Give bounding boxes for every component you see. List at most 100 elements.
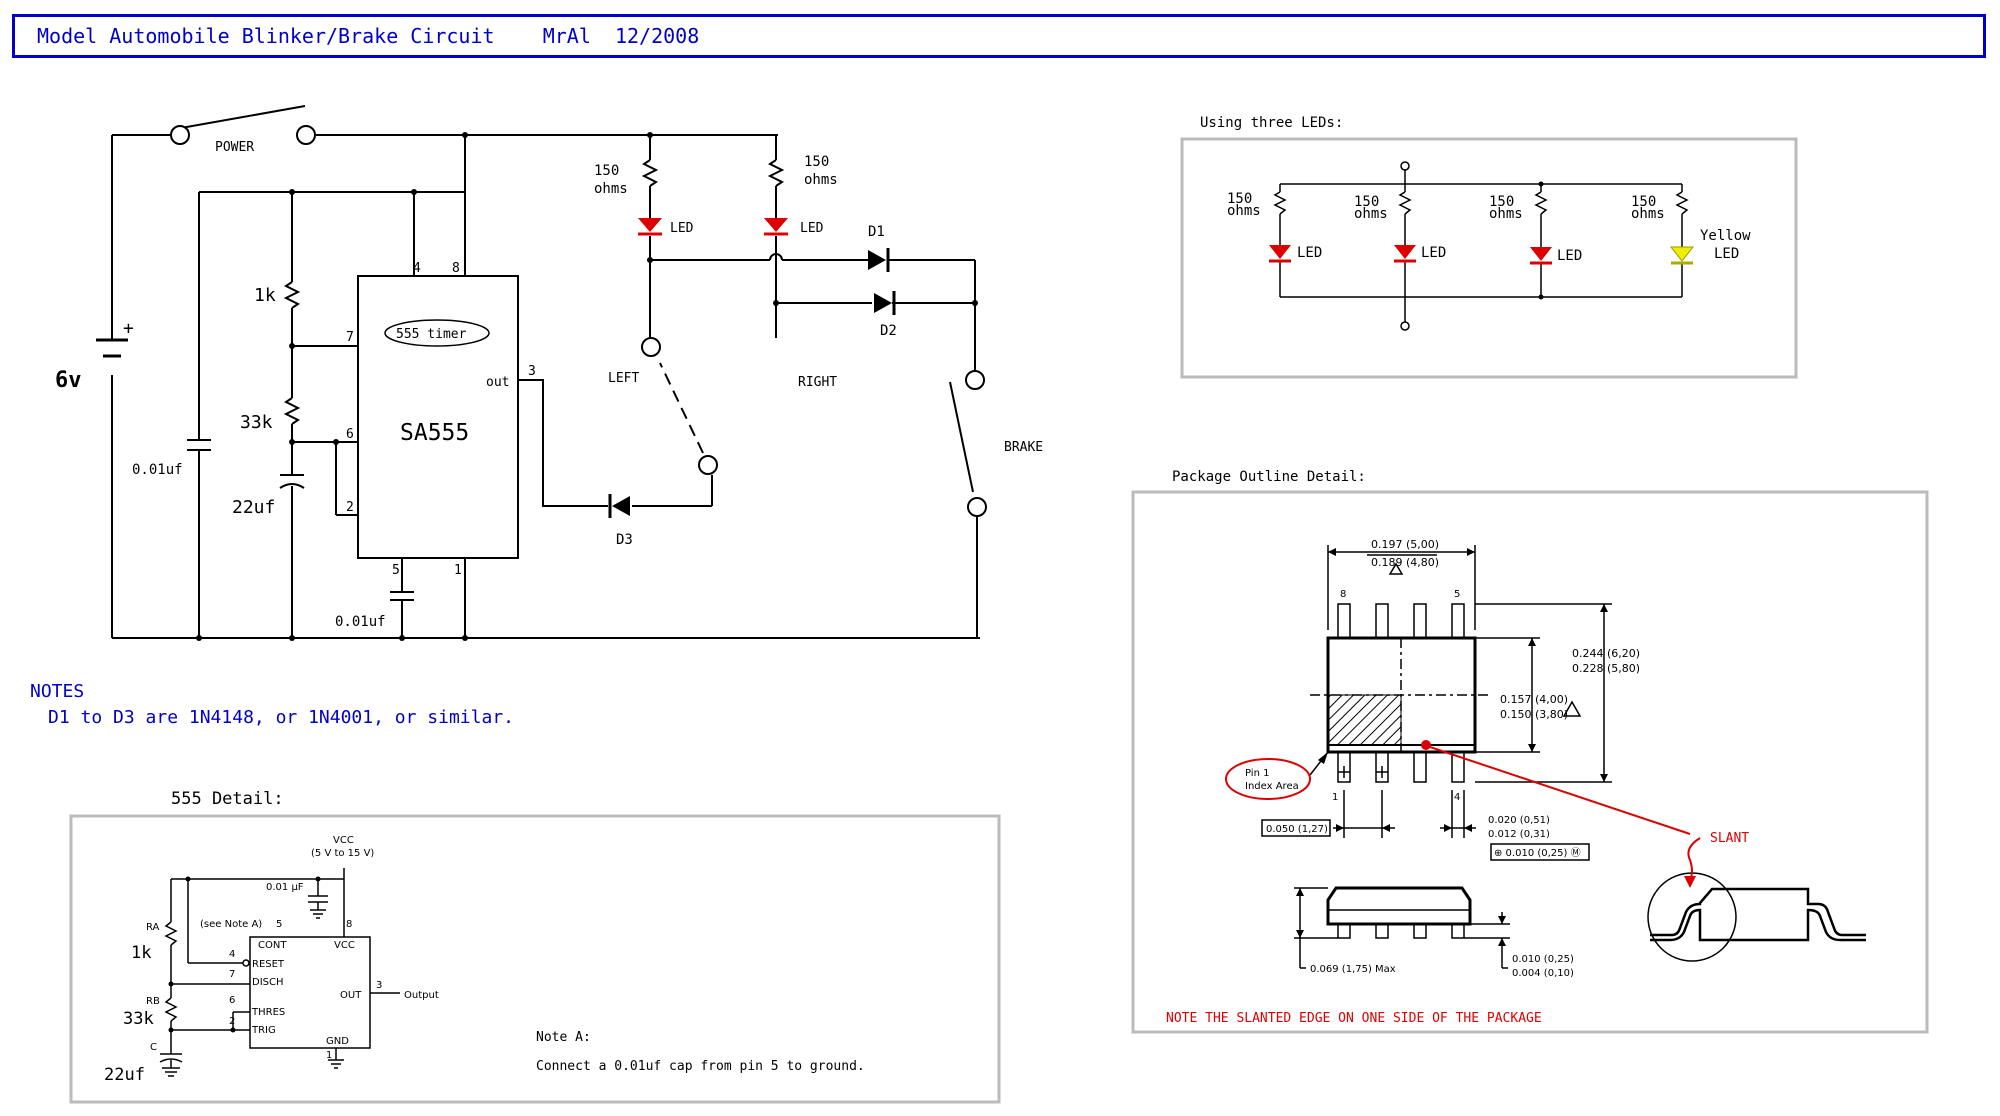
d3-label: D3: [616, 532, 633, 548]
d555-ra-val: 1k: [131, 943, 151, 963]
title-bar: Model Automobile Blinker/Brake Circuit M…: [12, 14, 1986, 58]
led1-symbol: [638, 218, 662, 232]
panel-r1-value: 150: [1227, 191, 1252, 207]
pin4-label: 4: [413, 261, 421, 276]
c-decouple-label: 0.01uf: [132, 462, 183, 478]
panel-led-yellow: [1669, 246, 1695, 262]
d3-diode: [612, 496, 630, 516]
dim-pitch: 0.050 (1,27): [1266, 824, 1328, 835]
d555-thres: THRES: [251, 1007, 285, 1018]
dim-stand-a: 0.010 (0,25): [1512, 954, 1574, 965]
led1-label: LED: [670, 221, 694, 236]
battery-plus: +: [123, 318, 134, 339]
d555-pin2: 2: [229, 1016, 235, 1027]
notes-line: D1 to D3 are 1N4148, or 1N4001, or simil…: [48, 707, 514, 728]
package-top-view: [1261, 545, 1612, 861]
package-note: NOTE THE SLANTED EDGE ON ONE SIDE OF THE…: [1166, 1011, 1542, 1026]
d555-cap: 0.01 µF: [266, 882, 304, 893]
pin2-label: 2: [346, 500, 354, 515]
r-mid-label: 33k: [240, 412, 273, 433]
chip-badge-oval: [384, 319, 490, 347]
panel-yellow-label-a: Yellow: [1700, 228, 1751, 244]
pin1-index-b: Index Area: [1245, 781, 1299, 792]
power-label: POWER: [215, 140, 254, 155]
panel-led2-label: LED: [1421, 245, 1446, 261]
d555-disch: DISCH: [252, 977, 284, 988]
detail555-panel: [69, 814, 1001, 1104]
notes-heading: NOTES: [30, 681, 84, 702]
d555-vcc-range: (5 V to 15 V): [311, 848, 374, 859]
d555-see-note: (see Note A): [200, 919, 262, 930]
panel-led3-label: LED: [1557, 248, 1582, 264]
r-led2-value: 150: [804, 154, 829, 170]
main-circuit: [96, 105, 987, 639]
pin1-label: 1: [454, 563, 462, 578]
package-arrows: [1318, 548, 1608, 832]
three-leds-circuit: [1273, 161, 1689, 331]
d555-pin5: 5: [276, 919, 282, 930]
dim-lead-b: 0.012 (0,31): [1488, 829, 1550, 840]
pin6-label: 6: [346, 427, 354, 442]
page-title: Model Automobile Blinker/Brake Circuit M…: [37, 24, 700, 48]
pin8-mark: 8: [1340, 589, 1346, 600]
dim-mid-a: 0.157 (4,00): [1500, 693, 1568, 706]
pin5-label: 5: [392, 563, 400, 578]
led2-label: LED: [800, 221, 824, 236]
brake-label: BRAKE: [1004, 440, 1043, 455]
dim-lead-tol: ⊕ 0.010 (0,25) Ⓜ: [1494, 847, 1581, 859]
d555-reset: RESET: [252, 959, 285, 970]
dim-top-b: 0.189 (4,80): [1371, 556, 1439, 569]
detail555-heading: 555 Detail:: [171, 789, 284, 809]
panel-r3-unit: ohms: [1489, 206, 1523, 222]
side-arrows: [1296, 888, 1506, 946]
pin1-mark: 1: [1332, 792, 1338, 803]
d2-diode: [874, 293, 892, 313]
detail555-nodes: [168, 876, 321, 1033]
c-timing-label: 22uf: [232, 497, 275, 518]
d1-diode: [868, 250, 886, 270]
left-label: LEFT: [608, 371, 639, 386]
panel-r2-unit: ohms: [1354, 206, 1388, 222]
d555-out: OUT: [340, 990, 362, 1001]
right-label: RIGHT: [798, 375, 837, 390]
led2-symbol: [764, 218, 788, 232]
d555-trig: TRIG: [251, 1025, 276, 1036]
panel-led3: [1530, 247, 1552, 261]
panel-led1-label: LED: [1297, 245, 1322, 261]
pin7-label: 7: [346, 330, 354, 345]
d555-c: C: [150, 1042, 157, 1053]
chip-out: out: [486, 375, 509, 390]
detail555-circuit: [159, 868, 400, 1077]
slant-detail: [1647, 872, 1866, 962]
chip-name: SA555: [400, 420, 469, 446]
dim-lead-a: 0.020 (0,51): [1488, 815, 1550, 826]
dim-right-b: 0.228 (5,80): [1572, 662, 1640, 675]
d555-rb-val: 33k: [123, 1009, 154, 1029]
three-leds-heading: Using three LEDs:: [1200, 115, 1343, 131]
package-heading: Package Outline Detail:: [1172, 469, 1366, 485]
three-leds-panel: [1180, 137, 1798, 379]
d555-pin8: 8: [346, 919, 352, 930]
r-led1-unit: ohms: [594, 181, 628, 197]
r-top-label: 1k: [254, 285, 276, 306]
d555-pin1: 1: [326, 1050, 332, 1061]
dim-right-a: 0.244 (6,20): [1572, 647, 1640, 660]
d555-c-val: 22uf: [104, 1065, 145, 1085]
r-led2-unit: ohms: [804, 172, 838, 188]
d555-pin6: 6: [229, 995, 235, 1006]
dim-mid-b: 0.150 (3,80): [1500, 708, 1568, 721]
d555-vcc: VCC: [333, 835, 354, 846]
panel-r2-value: 150: [1354, 194, 1379, 210]
package-side-view: [1294, 886, 1510, 969]
panel-r4-unit: ohms: [1631, 206, 1665, 222]
d555-rb: RB: [146, 996, 160, 1007]
panel-r3-value: 150: [1489, 194, 1514, 210]
panel-yellow-label-b: LED: [1714, 246, 1739, 262]
c-pin5-label: 0.01uf: [335, 614, 386, 630]
pin4-mark: 4: [1454, 792, 1460, 803]
d555-pin3: 3: [376, 980, 382, 991]
panel-r4-value: 150: [1631, 194, 1656, 210]
d1-label: D1: [868, 224, 885, 240]
slant-label: SLANT: [1710, 831, 1749, 846]
